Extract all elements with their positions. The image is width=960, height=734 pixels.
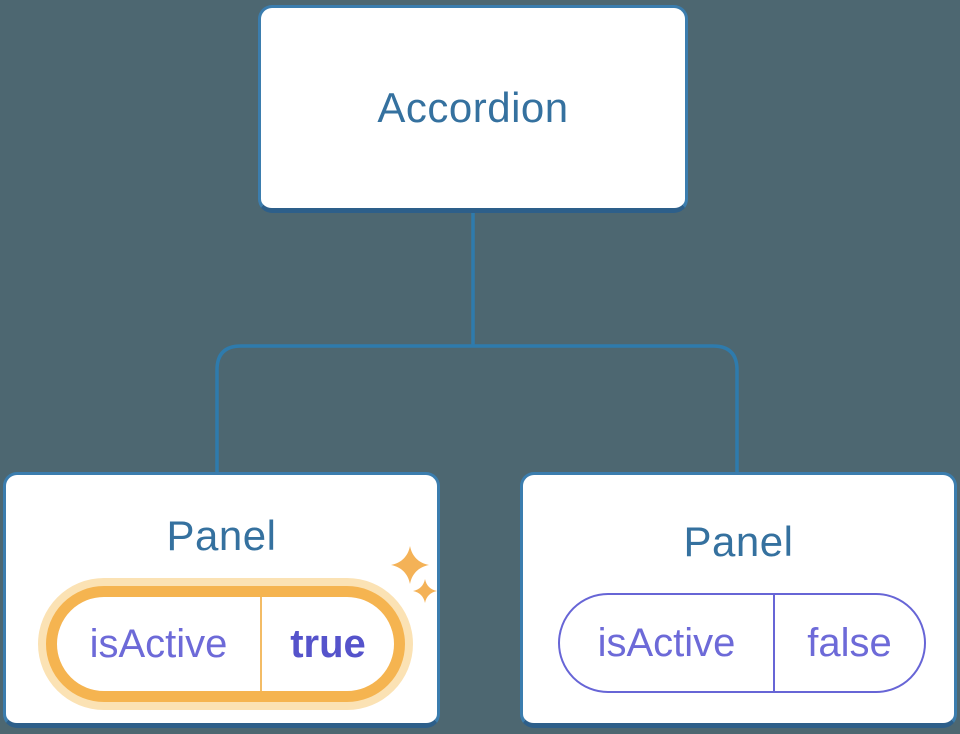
state-pill-active: isActive true [46, 586, 405, 702]
connector-branch [215, 344, 739, 473]
accordion-node-label: Accordion [377, 84, 569, 131]
panel-node-label: Panel [683, 518, 794, 565]
panel-node-active: Panel isActive true [3, 472, 440, 728]
panel-node-inactive: Panel isActive false [520, 472, 957, 728]
panel-node-label: Panel [166, 512, 277, 559]
state-value-label: false [773, 595, 924, 691]
state-key-label: isActive [89, 621, 228, 666]
state-value-label: true [260, 597, 394, 691]
state-key-label: isActive [597, 620, 736, 665]
accordion-node: Accordion [258, 5, 688, 213]
state-pill-inactive: isActive false [558, 593, 926, 693]
sparkle-icon [413, 579, 437, 603]
